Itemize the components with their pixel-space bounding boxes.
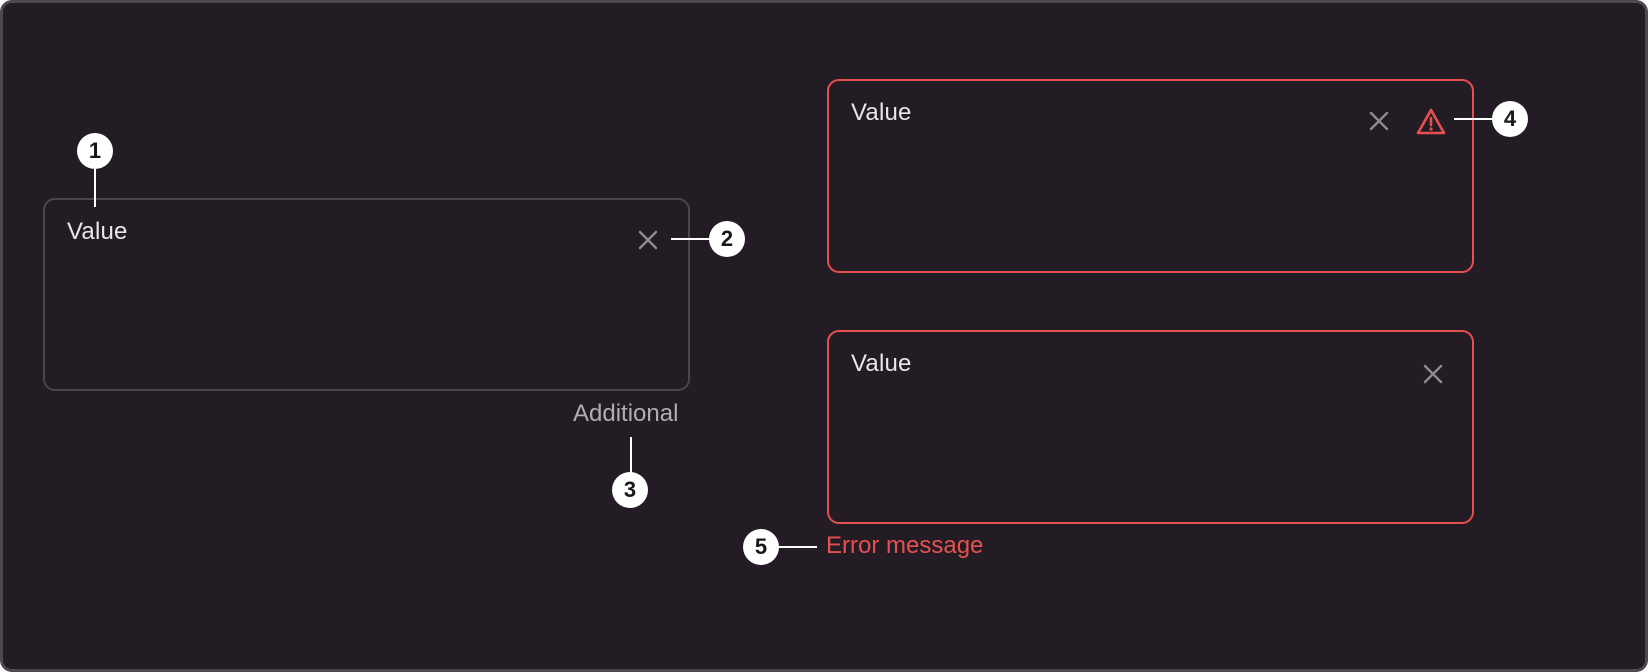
textarea-value: Value [67, 218, 128, 245]
textarea-value: Value [851, 99, 912, 126]
textarea-error-with-message[interactable]: Value [827, 330, 1474, 524]
textarea-value: Value [851, 350, 912, 377]
marker-1: 1 [77, 133, 113, 169]
close-icon[interactable] [1421, 362, 1445, 386]
leader-line-4 [1454, 118, 1502, 120]
additional-text: Additional [573, 400, 679, 427]
leader-line-3 [630, 437, 632, 481]
marker-4: 4 [1492, 101, 1528, 137]
close-icon[interactable] [636, 228, 660, 252]
marker-3: 3 [612, 472, 648, 508]
textarea-default[interactable]: Value [43, 198, 690, 391]
leader-line-1 [94, 167, 96, 207]
textarea-error-with-icon[interactable]: Value [827, 79, 1474, 273]
warning-triangle-icon [1416, 107, 1446, 137]
leader-line-2 [671, 238, 719, 240]
marker-2: 2 [709, 221, 745, 257]
marker-5: 5 [743, 529, 779, 565]
leader-line-5 [773, 546, 817, 548]
close-icon[interactable] [1367, 109, 1391, 133]
error-message: Error message [826, 532, 984, 559]
